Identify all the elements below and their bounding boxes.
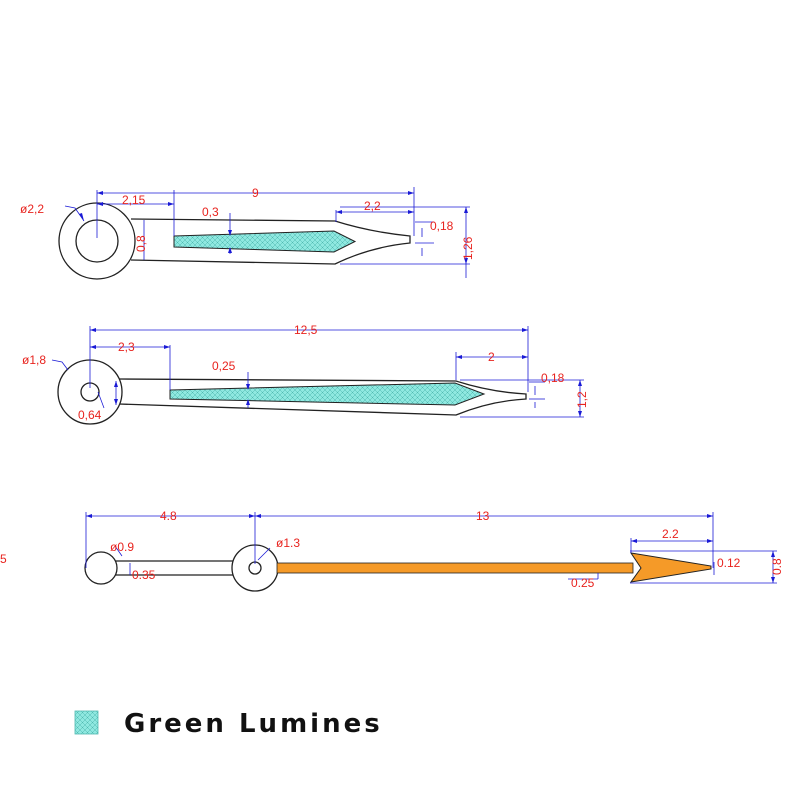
minute-hand-hole-diameter: ø1,8	[22, 353, 46, 367]
hour-hand-outline	[130, 218, 411, 265]
minute-hand: ø1,8 12,5 2,3 0,25 2 0,18 0,64 1,2	[22, 323, 589, 425]
second-hand-arrow-tip	[629, 552, 712, 583]
hour-hand-tip-length: 2,2	[364, 199, 381, 213]
minute-hand-lume-start: 2,3	[118, 340, 135, 354]
minute-hand-arrowheads	[90, 328, 582, 417]
minute-hand-lume-width: 0,25	[212, 359, 236, 373]
minute-hand-lume	[169, 382, 486, 406]
hour-hand: ø2,2 9 2,15 0,3 2,2 0,18 0,8 1,26	[20, 186, 475, 280]
minute-hand-max-width: 1,2	[575, 391, 589, 408]
second-hand-tail-width: 0.35	[132, 568, 156, 582]
minute-hand-overall-length: 12,5	[294, 323, 318, 337]
second-hand-tip-width: 0.12	[717, 556, 741, 570]
legend-lume-swatch	[74, 710, 99, 735]
second-hand-counterweight	[84, 551, 118, 585]
hour-hand-max-width: 1,26	[461, 236, 475, 260]
hour-hand-lume	[173, 230, 357, 253]
hour-hand-lume-width: 0,3	[202, 205, 219, 219]
minute-hand-dimensions	[51, 326, 584, 418]
hour-hand-hole-diameter: ø2,2	[20, 202, 44, 216]
second-hand-left-mark: 5	[0, 552, 7, 566]
hour-hand-overall-length: 9	[252, 186, 259, 200]
minute-hand-tip-width: 0,18	[541, 371, 565, 385]
hour-hand-neck-width: 0,8	[134, 235, 148, 252]
second-hand: 5	[0, 509, 784, 592]
second-hand-arrow-width: 0.8	[770, 558, 784, 575]
second-hand-shaft-width: 0.25	[571, 576, 595, 590]
second-hand-arrowheads	[86, 514, 775, 583]
legend-label: Green Lumines	[124, 709, 383, 739]
second-hand-hole-diameter: ø1.3	[276, 536, 300, 550]
hour-hand-tip-width: 0,18	[430, 219, 454, 233]
minute-hand-tip-length: 2	[488, 350, 495, 364]
hour-hand-dimensions	[64, 187, 470, 278]
hour-hand-lume-start: 2,15	[122, 193, 146, 207]
second-hand-tail-length: 4.8	[160, 509, 177, 523]
legend: Green Lumines	[74, 709, 383, 739]
second-hand-overall-length: 13	[476, 509, 490, 523]
second-hand-tail-outline	[113, 560, 236, 576]
second-hand-shaft	[276, 562, 634, 574]
minute-hand-neck-width: 0,64	[78, 408, 102, 422]
second-hand-tail-diameter: ø0.9	[110, 540, 134, 554]
second-hand-tip-length: 2.2	[662, 527, 679, 541]
minute-hand-outline	[118, 378, 527, 416]
second-hand-dimensions	[85, 512, 777, 584]
hour-hand-arrowheads	[79, 191, 468, 264]
